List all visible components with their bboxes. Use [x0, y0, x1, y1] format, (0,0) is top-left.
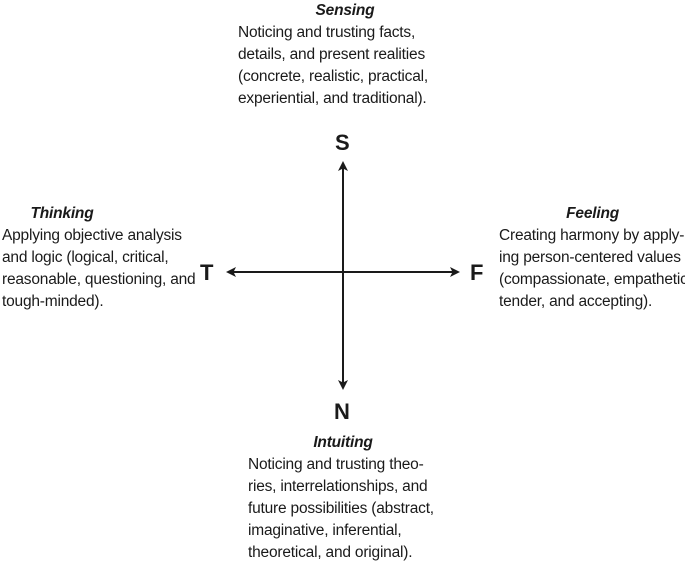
- feeling-line: tender, and accepting).: [499, 293, 653, 310]
- intuiting-line: future possibilities (abstract,: [248, 500, 434, 517]
- intuiting-description: Intuiting Noticing and trusting theo- ri…: [248, 432, 488, 564]
- sensing-line: experiential, and traditional).: [238, 90, 427, 107]
- thinking-line: tough-minded).: [2, 293, 104, 310]
- feeling-title: Feeling: [566, 205, 619, 222]
- axis-letter-sensing: S: [335, 130, 350, 155]
- thinking-description: Thinking Applying objective analysis and…: [2, 203, 202, 313]
- sensing-line: Noticing and trusting facts,: [238, 24, 416, 41]
- sensing-description: Sensing Noticing and trusting facts, det…: [230, 0, 460, 110]
- thinking-line: reasonable, questioning, and: [2, 271, 196, 288]
- feeling-line: (compassionate, empathetic,: [499, 271, 685, 288]
- feeling-line: Creating harmony by apply-: [499, 227, 685, 244]
- axis-letter-feeling: F: [470, 260, 484, 285]
- intuiting-line: imaginative, inferential,: [248, 522, 402, 539]
- feeling-line: ing person-centered values: [499, 249, 681, 266]
- intuiting-title: Intuiting: [313, 434, 373, 451]
- thinking-line: Applying objective analysis: [2, 227, 182, 244]
- intuiting-line: Noticing and trusting theo-: [248, 456, 424, 473]
- axis-letter-thinking: T: [200, 260, 214, 285]
- axis-letter-intuiting: N: [334, 399, 350, 424]
- feeling-description: Feeling Creating harmony by apply- ing p…: [499, 203, 685, 313]
- sensing-line: details, and present realities: [238, 46, 426, 63]
- sensing-line: (concrete, realistic, practical,: [238, 68, 428, 85]
- intuiting-line: theoretical, and original).: [248, 544, 413, 561]
- thinking-line: and logic (logical, critical,: [2, 249, 169, 266]
- thinking-title: Thinking: [30, 205, 94, 222]
- sensing-title: Sensing: [315, 2, 375, 19]
- intuiting-line: ries, interrelationships, and: [248, 478, 428, 495]
